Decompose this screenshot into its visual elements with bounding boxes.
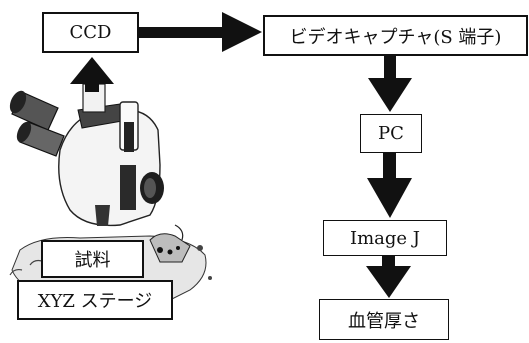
arrow-imagej-to-thickness xyxy=(366,256,411,298)
xyz-stage-box: XYZ ステージ xyxy=(17,280,173,320)
xyz-stage-label: XYZ ステージ xyxy=(38,287,153,313)
video-capture-box: ビデオキャプチャ(S 端子) xyxy=(263,15,528,56)
arrow-pc-to-imagej xyxy=(367,153,412,218)
video-capture-label: ビデオキャプチャ(S 端子) xyxy=(290,23,502,49)
vessel-thickness-box: 血管厚さ xyxy=(319,299,449,340)
imagej-box: Image J xyxy=(323,220,447,256)
ccd-box: CCD xyxy=(42,12,139,53)
ccd-label: CCD xyxy=(70,22,112,43)
sample-label: 試料 xyxy=(75,246,111,272)
pc-label: PC xyxy=(378,123,404,144)
imagej-label: Image J xyxy=(350,228,420,249)
pc-box: PC xyxy=(360,114,422,153)
vessel-thickness-label: 血管厚さ xyxy=(348,307,420,333)
sample-box: 試料 xyxy=(41,240,144,278)
arrow-microscope-to-ccd xyxy=(70,57,114,92)
arrow-capture-to-pc xyxy=(368,56,412,112)
arrow-ccd-to-capture xyxy=(139,12,262,52)
